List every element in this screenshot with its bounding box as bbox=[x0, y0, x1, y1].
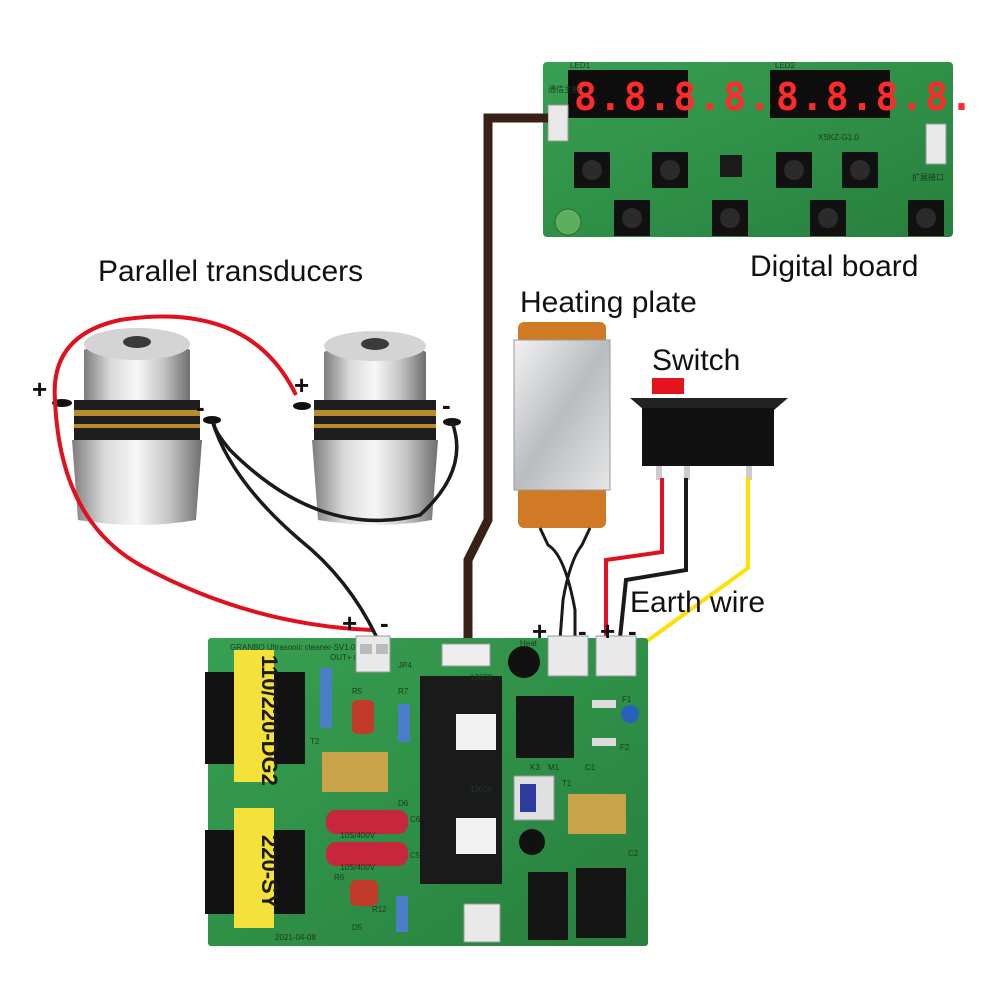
sign-power-plus: + bbox=[600, 616, 615, 646]
label-digital-board: Digital board bbox=[750, 250, 918, 283]
capacitor-film bbox=[326, 810, 408, 834]
connector-left-label: 通信主板 bbox=[548, 84, 580, 94]
connector-right-label: 扩展接口 bbox=[912, 172, 944, 182]
capacitor-film bbox=[326, 842, 408, 866]
label-parallel-transducers: Parallel transducers bbox=[98, 255, 363, 288]
sign-t1-plus: + bbox=[32, 374, 47, 404]
board-date-label: 2021-04-08 bbox=[275, 933, 316, 942]
sign-t2-plus: + bbox=[294, 370, 309, 400]
label-switch: Switch bbox=[652, 344, 740, 377]
inductor-coil bbox=[322, 752, 388, 792]
black-wire-transducer-right bbox=[212, 421, 459, 523]
sign-out-minus: - bbox=[380, 608, 389, 638]
led1-label: LED1 bbox=[570, 61, 591, 70]
display-right: 8.8.8.8. bbox=[776, 75, 975, 119]
ref-d6: D6 bbox=[398, 799, 409, 808]
capacitor-red bbox=[350, 880, 378, 906]
label-heating-plate: Heating plate bbox=[520, 286, 697, 319]
ref-r6: R6 bbox=[334, 873, 345, 882]
transformer-bottom-label: 220-SY bbox=[257, 835, 282, 909]
ref-d5: D5 bbox=[352, 923, 363, 932]
earth-wire-yellow bbox=[630, 478, 750, 654]
board-button bbox=[908, 200, 944, 236]
transformer-top-label: 110/220-DG2 bbox=[257, 655, 282, 786]
rocker-switch bbox=[630, 378, 788, 480]
ref-c5: C5 bbox=[410, 851, 421, 860]
digital-board: 8.8.8.8. 8.8.8.8. LED1 LED2 XSKZ-G1.0 通信… bbox=[543, 61, 975, 237]
sign-power-minus: - bbox=[628, 616, 637, 646]
display-left: 8.8.8.8. bbox=[574, 75, 773, 119]
ref-r5: R5 bbox=[352, 687, 363, 696]
ref-t1: T1 bbox=[562, 779, 572, 788]
ref-c6: C6 bbox=[410, 815, 421, 824]
board-button bbox=[842, 152, 878, 188]
switch-black-wire bbox=[618, 478, 688, 639]
resistor bbox=[398, 704, 410, 742]
switch-red-wire bbox=[604, 478, 664, 638]
board-button bbox=[810, 200, 846, 236]
heating-plate bbox=[513, 322, 611, 641]
sign-heat-minus: - bbox=[578, 616, 587, 646]
jp4-label: JP4 bbox=[398, 661, 412, 670]
ref-c1: C1 bbox=[585, 763, 596, 772]
transducer-right bbox=[293, 331, 461, 525]
relay bbox=[516, 696, 574, 758]
board-button bbox=[776, 152, 812, 188]
black-wire-transducer-left bbox=[210, 419, 380, 641]
cap-rating-1: 10S/400V bbox=[340, 831, 376, 840]
transistor-2-label: 13009 bbox=[470, 785, 493, 794]
led2-label: LED2 bbox=[775, 61, 796, 70]
model-label: XSKZ-G1.0 bbox=[818, 133, 859, 142]
main-board: GRANBO Ultrasonic cleaner-SV1.0 2021-04-… bbox=[205, 635, 648, 946]
relay bbox=[576, 868, 626, 938]
relay bbox=[528, 872, 568, 940]
capacitor-red bbox=[352, 700, 374, 734]
sign-heat-plus: + bbox=[532, 616, 547, 646]
out-label: OUT+ OUT- bbox=[330, 653, 373, 662]
transformer-top: 110/220-DG2 bbox=[205, 650, 305, 786]
resistor bbox=[396, 896, 408, 932]
heat-label: Heat bbox=[520, 639, 538, 648]
transducer-left bbox=[52, 328, 221, 525]
board-header-label: GRANBO Ultrasonic cleaner-SV1.0 bbox=[230, 643, 356, 652]
sign-t1-minus: - bbox=[196, 392, 205, 422]
ref-m1: M1 bbox=[548, 763, 560, 772]
digital-board-cable bbox=[463, 113, 548, 640]
label-earth-wire: Earth wire bbox=[630, 586, 765, 619]
ref-r7: R7 bbox=[398, 687, 409, 696]
inductor-coil bbox=[568, 794, 626, 834]
ref-f1: F1 bbox=[622, 695, 632, 704]
cap-rating-2: 10S/400V bbox=[340, 863, 376, 872]
red-wire-transducers bbox=[52, 314, 373, 632]
sign-t2-minus: - bbox=[442, 390, 451, 420]
board-button bbox=[712, 200, 748, 236]
board-button bbox=[574, 152, 610, 188]
ref-k3: K3 bbox=[530, 763, 540, 772]
sign-out-plus: + bbox=[342, 608, 357, 638]
ref-f2: F2 bbox=[620, 743, 630, 752]
resistor bbox=[320, 668, 332, 728]
board-button bbox=[652, 152, 688, 188]
transistor-1-label: 13009 bbox=[470, 673, 493, 682]
ref-c2: C2 bbox=[628, 849, 639, 858]
board-button bbox=[614, 200, 650, 236]
transformer-bottom: 220-SY bbox=[205, 808, 305, 928]
ref-r12: R12 bbox=[372, 905, 387, 914]
ref-t2: T2 bbox=[310, 737, 320, 746]
